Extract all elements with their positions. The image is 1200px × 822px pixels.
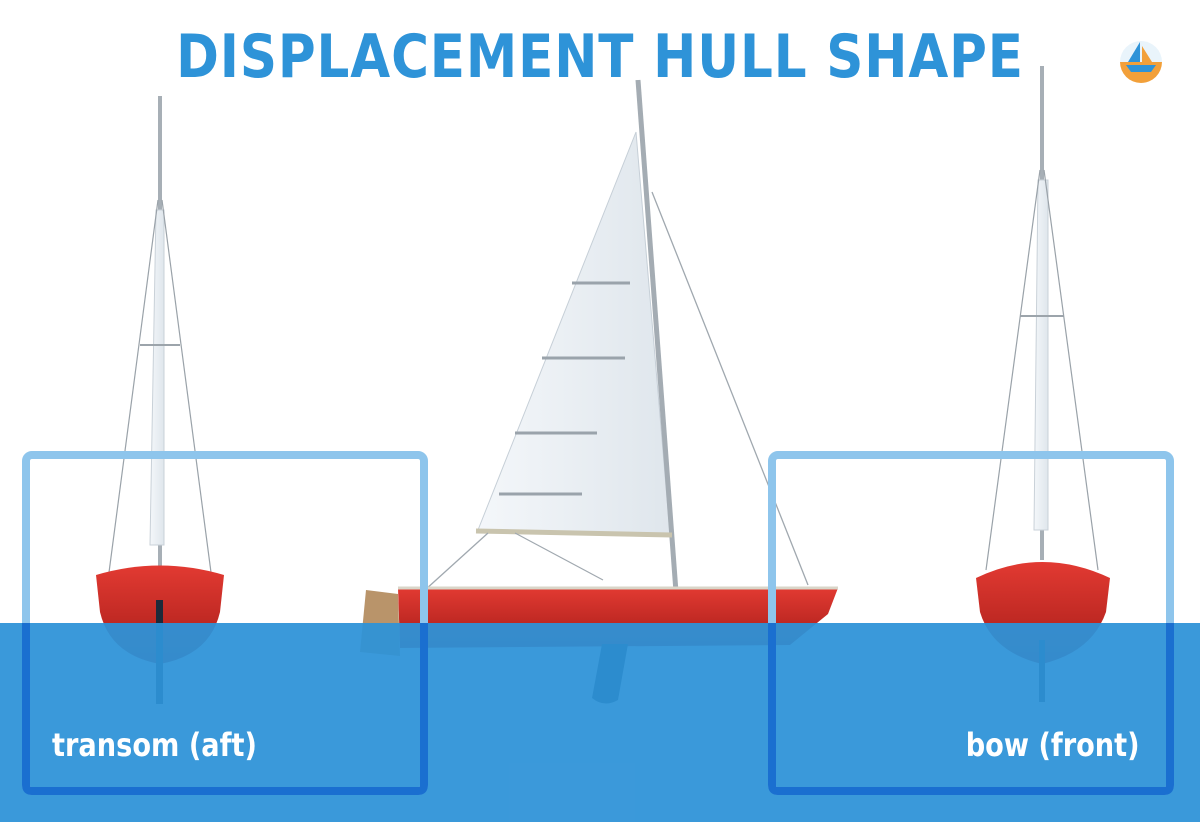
bow-shroud-left xyxy=(985,169,1041,571)
stern-view-boat xyxy=(96,96,224,704)
bow-shroud-right xyxy=(1043,169,1099,571)
forestay xyxy=(651,191,809,586)
stern-shroud-left xyxy=(107,199,159,581)
bow-view-boat xyxy=(976,66,1110,702)
boom xyxy=(475,528,673,538)
transom-frame xyxy=(22,451,428,795)
stern-sail xyxy=(149,209,165,546)
bow-sail xyxy=(1033,179,1049,531)
mainsheet xyxy=(514,532,604,581)
mast xyxy=(635,79,679,593)
side-view-boat xyxy=(360,79,838,704)
sailboat-logo-icon xyxy=(1120,39,1162,83)
bow-label: bow (front) xyxy=(966,726,1140,764)
page-title: DISPLACEMENT HULL SHAPE xyxy=(176,22,1024,92)
stern-shroud-right xyxy=(161,199,213,581)
transom-label: transom (aft) xyxy=(52,726,257,764)
backstay xyxy=(424,532,489,591)
mainsail xyxy=(477,131,671,535)
bow-frame xyxy=(768,451,1174,795)
